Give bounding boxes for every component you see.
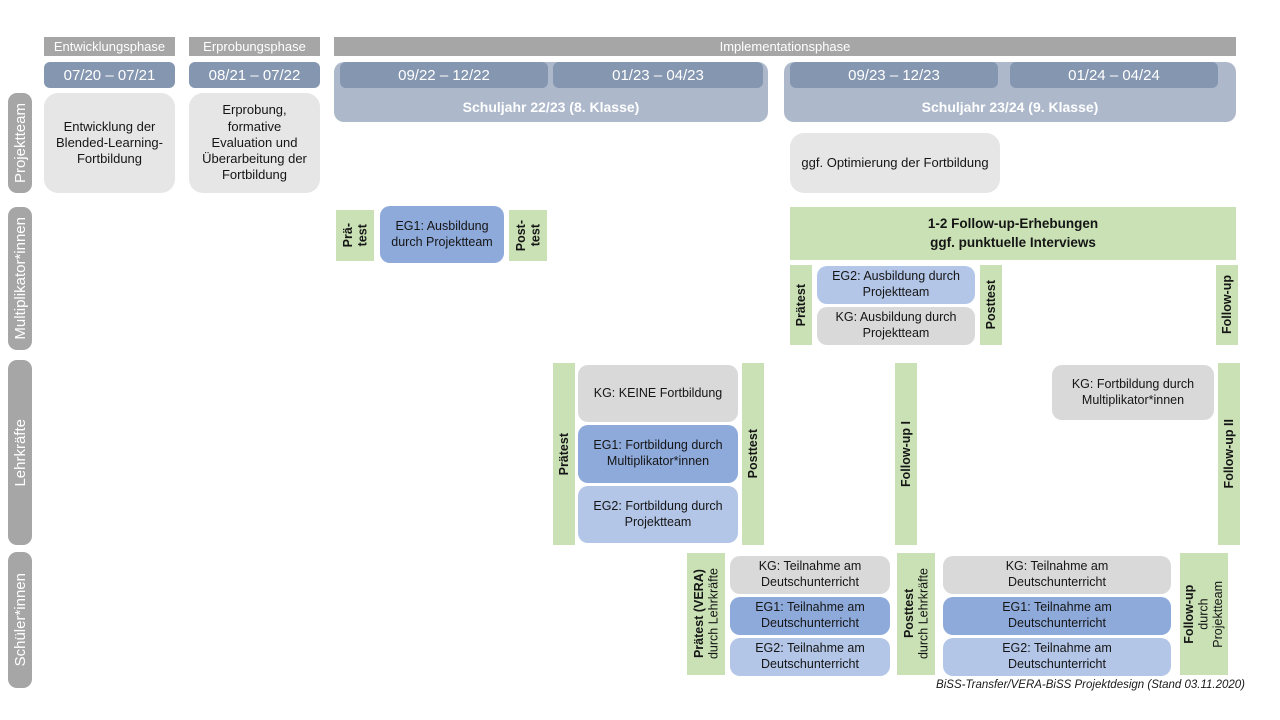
date-range-2: 08/21 – 07/22 xyxy=(189,62,320,88)
banner-line-2: ggf. punktuelle Interviews xyxy=(930,234,1096,250)
box-eg1-fortbildung-multiplikatoren: EG1: Fortbildung durch Multiplikator*inn… xyxy=(578,425,738,483)
bar-followup-multiplikatoren: Follow-up xyxy=(1216,265,1238,345)
bar-posttest-multiplikatoren-2: Posttest xyxy=(980,265,1002,345)
box-kg-ausbildung-projektteam: KG: Ausbildung durch Projektteam xyxy=(817,307,975,345)
box-eg2-teilnahme-1: EG2: Teilnahme am Deutschunterricht xyxy=(730,638,890,676)
box-eg2-teilnahme-2: EG2: Teilnahme am Deutschunterricht xyxy=(943,638,1171,676)
bar-posttest-lehrkraefte-text: Posttest xyxy=(745,429,760,479)
bar-followup-1-lehrkraefte: Follow-up I xyxy=(895,363,917,545)
bar-posttest-multiplikatoren-1-text: Post- test xyxy=(513,219,542,252)
bar-followup-2-lehrkraefte-text: Follow-up II xyxy=(1221,419,1236,489)
box-kg-keine-fortbildung: KG: KEINE Fortbildung xyxy=(578,365,738,422)
bar-praetest-multiplikatoren-2-text: Prätest xyxy=(793,283,808,327)
footer-caption: BiSS-Transfer/VERA-BiSS Projektdesign (S… xyxy=(936,679,1245,691)
bar-praetest-multiplikatoren-1-text: Prä- test xyxy=(340,223,369,248)
bar-praetest-lehrkraefte: Prätest xyxy=(553,363,575,545)
box-kg-teilnahme-2: KG: Teilnahme am Deutschunterricht xyxy=(943,556,1171,594)
bar-posttest-schueler-text: Posttest durch Lehrkräfte xyxy=(901,568,930,660)
bar-followup-multiplikatoren-text: Follow-up xyxy=(1219,275,1234,335)
school-year-22-23-label: Schuljahr 22/23 (8. Klasse) xyxy=(462,99,640,115)
bar-followup-schueler: Follow-up durch Projektteam xyxy=(1180,553,1228,675)
bar-posttest-multiplikatoren-2-text: Posttest xyxy=(983,280,998,330)
date-range-5: 09/23 – 12/23 xyxy=(790,62,998,88)
bar-posttest-schueler: Posttest durch Lehrkräfte xyxy=(897,553,935,675)
box-eg2-fortbildung-projektteam: EG2: Fortbildung durch Projektteam xyxy=(578,486,738,543)
row-label-lehrkraefte: Lehrkräfte xyxy=(8,360,32,545)
box-optimierung-fortbildung: ggf. Optimierung der Fortbildung xyxy=(790,133,1000,193)
row-label-lehrkraefte-text: Lehrkräfte xyxy=(11,418,29,487)
bar-posttest-multiplikatoren-1: Post- test xyxy=(509,210,547,261)
row-label-schueler-text: Schüler*innen xyxy=(11,573,29,667)
box-eg1-teilnahme-2: EG1: Teilnahme am Deutschunterricht xyxy=(943,597,1171,635)
banner-followup-erhebungen: 1-2 Follow-up-Erhebungen ggf. punktuelle… xyxy=(790,207,1236,260)
bar-praetest-vera-schueler-text: Prätest (VERA) durch Lehrkräfte xyxy=(691,568,720,660)
row-label-multiplikatoren: Multiplikator*innen xyxy=(8,207,32,350)
box-eg1-ausbildung-projektteam: EG1: Ausbildung durch Projektteam xyxy=(380,206,504,263)
phase-header-entwicklung: Entwicklungsphase xyxy=(44,37,175,56)
bar-followup-2-lehrkraefte: Follow-up II xyxy=(1218,363,1240,545)
box-kg-fortbildung-multiplikatoren: KG: Fortbildung durch Multiplikator*inne… xyxy=(1052,365,1214,420)
box-eg1-teilnahme-1: EG1: Teilnahme am Deutschunterricht xyxy=(730,597,890,635)
bar-followup-1-lehrkraefte-text: Follow-up I xyxy=(898,421,913,487)
date-range-4: 01/23 – 04/23 xyxy=(553,62,763,88)
date-range-3: 09/22 – 12/22 xyxy=(340,62,548,88)
date-range-1: 07/20 – 07/21 xyxy=(44,62,175,88)
row-label-projektteam: Projektteam xyxy=(8,93,32,193)
bar-followup-schueler-text: Follow-up durch Projektteam xyxy=(1182,580,1226,648)
row-label-schueler: Schüler*innen xyxy=(8,552,32,688)
row-label-projektteam-text: Projektteam xyxy=(11,102,29,184)
school-year-23-24-label: Schuljahr 23/24 (9. Klasse) xyxy=(921,99,1099,115)
banner-line-1: 1-2 Follow-up-Erhebungen xyxy=(927,216,1099,232)
bar-praetest-vera-schueler: Prätest (VERA) durch Lehrkräfte xyxy=(687,553,725,675)
bar-praetest-multiplikatoren-1: Prä- test xyxy=(336,210,374,261)
box-erprobung-evaluation: Erprobung, formative Evaluation und Über… xyxy=(189,93,320,193)
phase-header-implementation: Implementationsphase xyxy=(334,37,1236,56)
box-eg2-ausbildung-projektteam: EG2: Ausbildung durch Projektteam xyxy=(817,266,975,304)
bar-posttest-lehrkraefte: Posttest xyxy=(742,363,764,545)
bar-praetest-lehrkraefte-text: Prätest xyxy=(556,432,571,476)
date-range-6: 01/24 – 04/24 xyxy=(1010,62,1218,88)
phase-header-erprobung: Erprobungsphase xyxy=(189,37,320,56)
bar-praetest-multiplikatoren-2: Prätest xyxy=(790,265,812,345)
row-label-multiplikatoren-text: Multiplikator*innen xyxy=(11,217,29,340)
box-entwicklung-fortbildung: Entwicklung der Blended-Learning-Fortbil… xyxy=(44,93,175,193)
box-kg-teilnahme-1: KG: Teilnahme am Deutschunterricht xyxy=(730,556,890,594)
